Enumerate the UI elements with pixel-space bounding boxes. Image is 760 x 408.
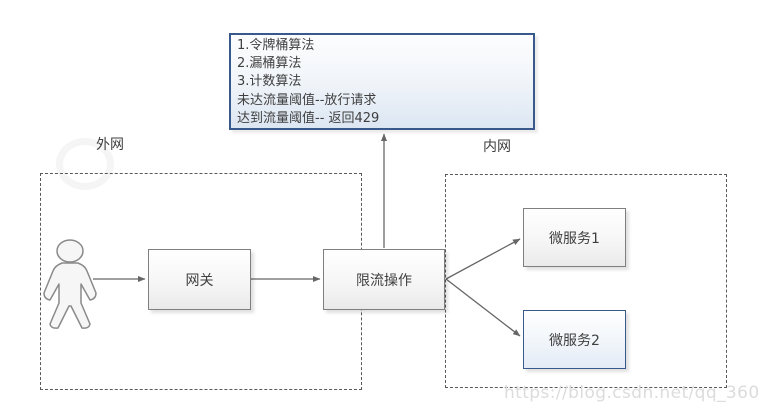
arrow-ratelimit-to-microservice1 (445, 238, 521, 280)
annotation-box-algorithms: 1.令牌桶算法 2.漏桶算法 3.计数算法 未达流量阈值--放行请求 达到流量阈… (229, 33, 535, 130)
node-gateway: 网关 (148, 249, 251, 310)
annotation-line: 1.令牌桶算法 (237, 38, 315, 53)
zone-label-external: 外网 (96, 137, 124, 153)
annotation-line: 3.计数算法 (237, 74, 302, 90)
annotation-line: 未达流量阈值--放行请求 (237, 92, 377, 108)
annotation-line: 2.漏桶算法 (237, 56, 302, 72)
node-rate-limit: 限流操作 (323, 249, 445, 310)
annotation-line: 达到流量阈值-- 返回429 (237, 110, 380, 126)
zone-label-internal: 内网 (483, 139, 511, 155)
user-actor-icon (43, 239, 97, 329)
faint-logo-watermark-icon (56, 138, 114, 190)
node-microservice-2: 微服务2 (523, 310, 626, 369)
url-watermark: https://blog.csdn.net/qq_36079912 (504, 383, 760, 403)
arrow-ratelimit-to-microservice2 (445, 278, 521, 337)
node-microservice-1: 微服务1 (523, 208, 626, 267)
zone-internal-network (445, 174, 727, 388)
